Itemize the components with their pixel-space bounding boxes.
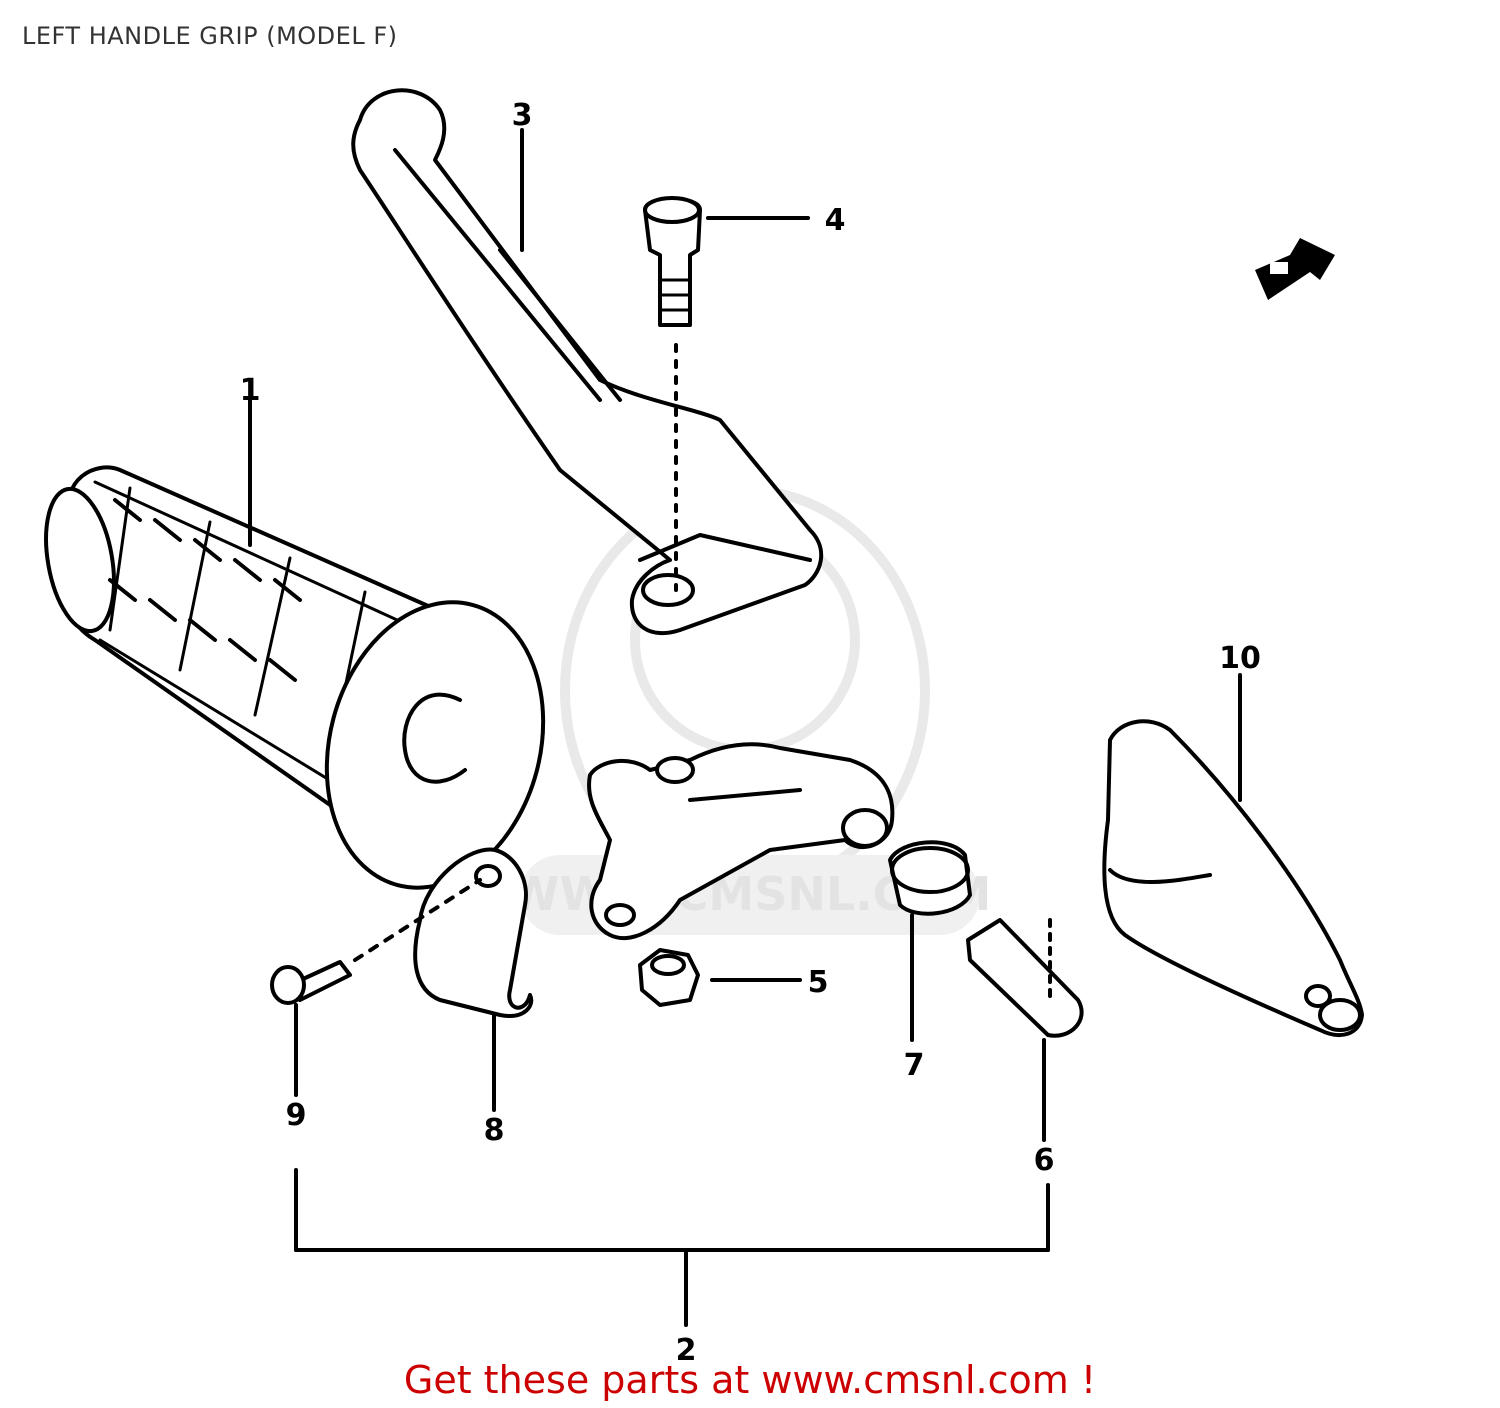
- nut: [638, 948, 700, 1007]
- spacer: [888, 840, 972, 916]
- screw: [270, 878, 482, 1005]
- callout-6: 6: [1034, 1143, 1055, 1178]
- bolt: [643, 196, 702, 592]
- page-title: LEFT HANDLE GRIP (MODEL F): [22, 22, 398, 50]
- callout-1: 1: [240, 373, 261, 408]
- lever-cover: [1102, 719, 1364, 1037]
- adjuster-bolt: [966, 918, 1084, 1038]
- callout-2: 2: [676, 1333, 697, 1368]
- arrow-marker: [1255, 238, 1335, 300]
- handle-grip: [44, 465, 546, 890]
- callout-9: 9: [286, 1098, 307, 1133]
- callout-8: 8: [484, 1113, 505, 1148]
- lever-holder-cap: [413, 847, 534, 1018]
- callout-10: 10: [1219, 641, 1261, 676]
- callout-3: 3: [512, 98, 533, 133]
- callout-4: 4: [825, 203, 846, 238]
- callout-5: 5: [808, 965, 829, 1000]
- assembly-bracket-2: [294, 1168, 1050, 1327]
- lever-holder: [587, 742, 895, 941]
- shop-link[interactable]: Get these parts at www.cmsnl.com !: [403, 1358, 1097, 1402]
- callout-7: 7: [904, 1048, 925, 1083]
- clutch-lever: [351, 88, 824, 636]
